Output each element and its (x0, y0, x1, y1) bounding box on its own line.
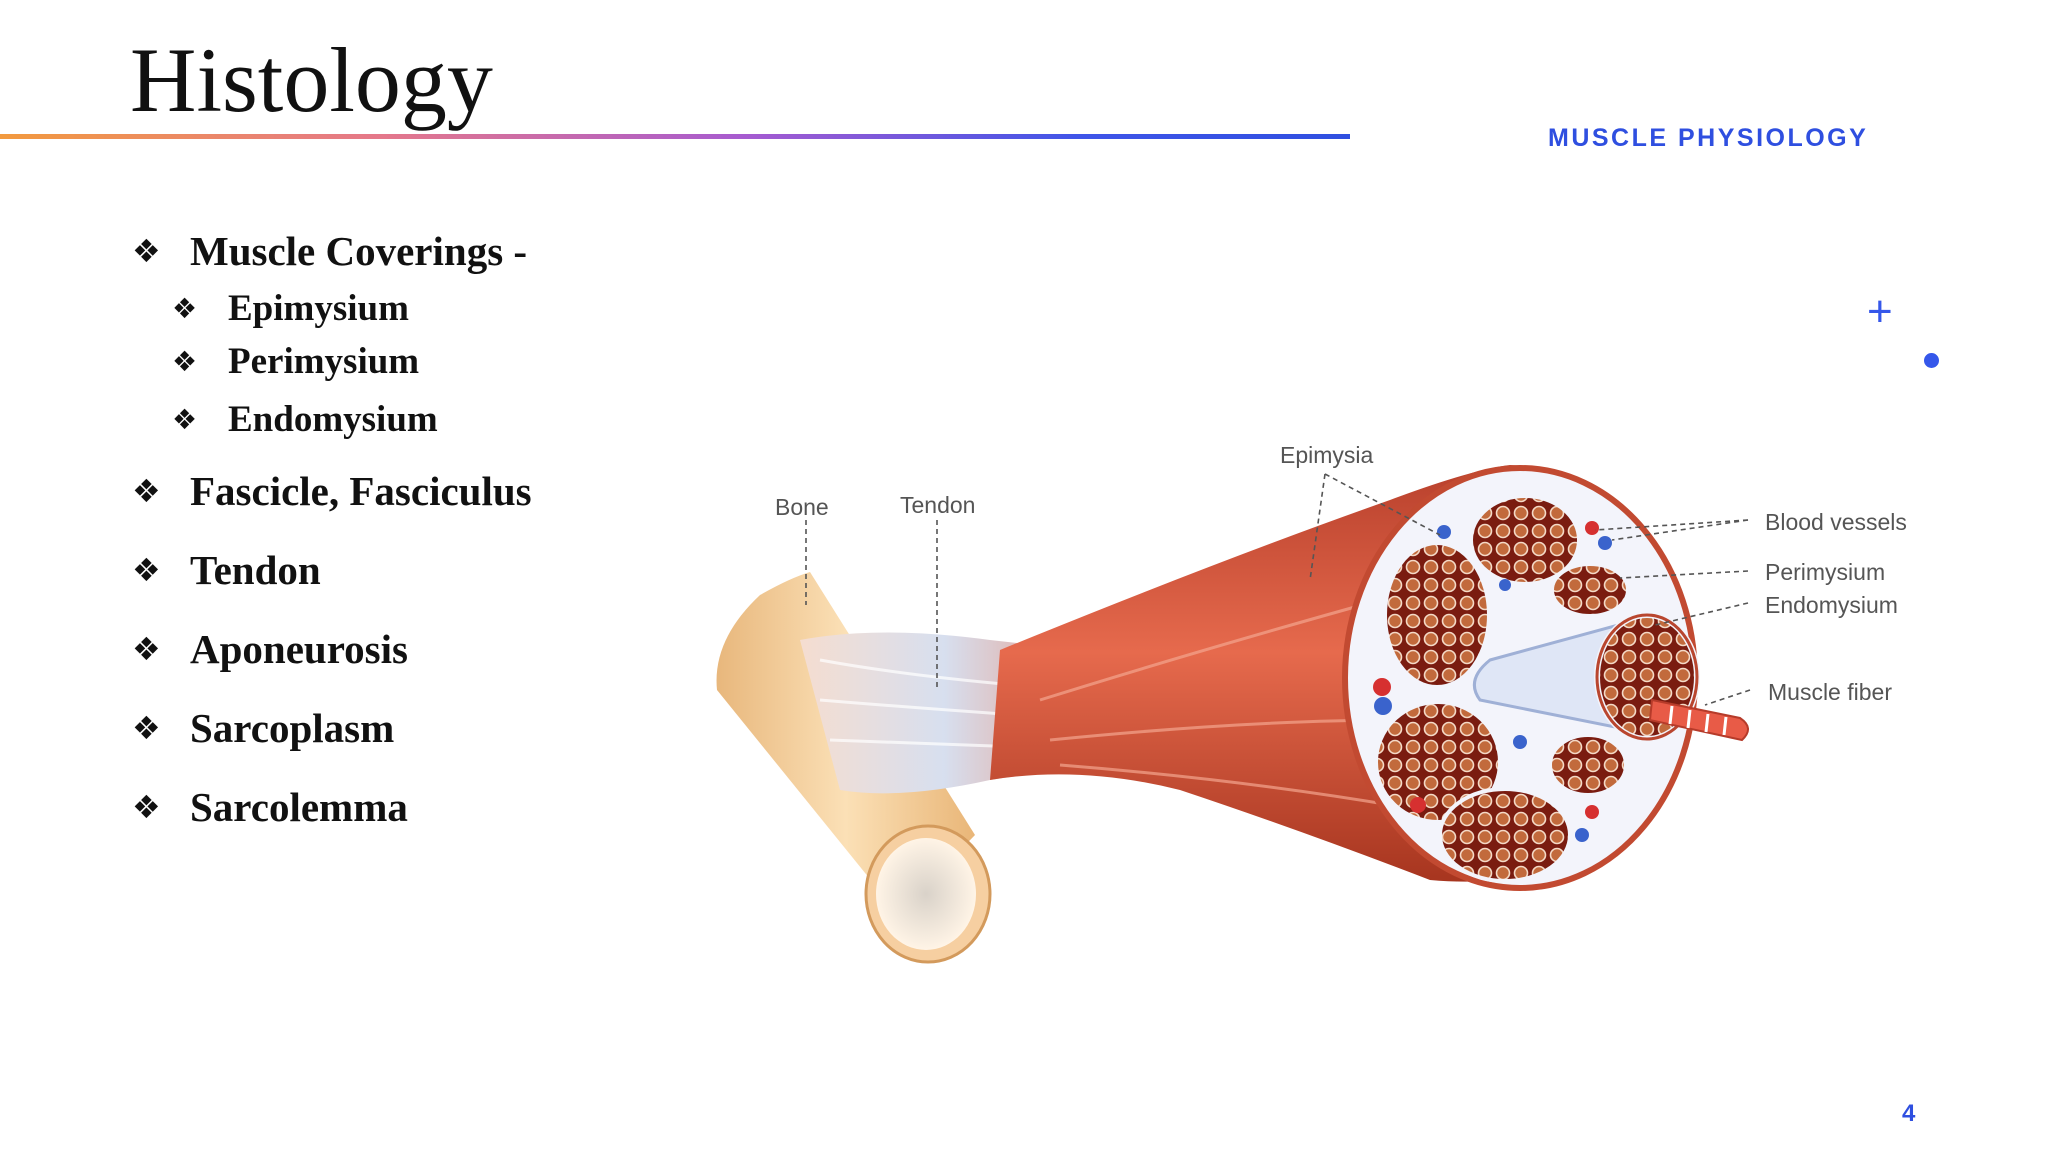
label-blood-vessels: Blood vessels (1765, 509, 1907, 535)
bullet-marker-icon: ❖ (132, 471, 161, 510)
bullet-marker-icon: ❖ (172, 345, 198, 378)
bullet-text: Sarcoplasm (190, 704, 395, 751)
bullet-text: Aponeurosis (190, 625, 408, 672)
title-underline (0, 134, 1350, 139)
sub-bullet-item: ❖ Perimysium (132, 335, 532, 388)
slide-title: Histology (130, 29, 493, 131)
dot-icon (1924, 353, 1939, 368)
bullet-item: ❖ Muscle Coverings - (132, 220, 532, 282)
bullet-item: ❖ Sarcoplasm (132, 688, 532, 767)
bullet-text: Fascicle, Fasciculus (190, 467, 532, 514)
bullet-item: ❖ Tendon (132, 530, 532, 609)
label-endomysium: Endomysium (1765, 592, 1898, 618)
muscle-anatomy-diagram: Bone Tendon Epimysia Blood vessels Perim… (716, 442, 1907, 964)
header-label: MUSCLE PHYSIOLOGY (1548, 124, 1869, 152)
bullet-marker-icon: ❖ (172, 292, 198, 325)
bullet-marker-icon: ❖ (132, 708, 161, 747)
bullet-item: ❖ Sarcolemma (132, 767, 532, 846)
bullet-text: Endomysium (228, 399, 438, 440)
bullet-item: ❖ Fascicle, Fasciculus (132, 451, 532, 530)
muscle-cross-section (1342, 465, 1749, 891)
bullet-marker-icon: ❖ (132, 550, 161, 589)
label-tendon: Tendon (900, 492, 975, 518)
bullet-text: Perimysium (228, 341, 420, 382)
page-number: 4 (1902, 1100, 1916, 1127)
sub-bullet-item: ❖ Epimysium (132, 282, 532, 335)
bullet-text: Epimysium (228, 288, 409, 329)
figure-leader-lines (805, 473, 1751, 706)
label-muscle-fiber: Muscle fiber (1768, 679, 1892, 705)
bullet-item: ❖ Aponeurosis (132, 609, 532, 688)
label-epimysia: Epimysia (1280, 442, 1374, 468)
sub-bullet-item: ❖ Endomysium (132, 388, 532, 451)
bullet-marker-icon: ❖ (132, 232, 161, 270)
bullet-text: Sarcolemma (190, 783, 408, 830)
bullet-list: ❖ Muscle Coverings - ❖ Epimysium ❖ Perim… (132, 220, 532, 846)
bullet-marker-icon: ❖ (172, 403, 198, 436)
bullet-text: Muscle Coverings - (190, 228, 528, 274)
label-bone: Bone (775, 494, 829, 520)
bullet-marker-icon: ❖ (132, 787, 161, 826)
bullet-text: Tendon (190, 546, 321, 593)
plus-icon: + (1867, 287, 1893, 336)
bullet-marker-icon: ❖ (132, 629, 161, 668)
label-perimysium: Perimysium (1765, 559, 1885, 585)
